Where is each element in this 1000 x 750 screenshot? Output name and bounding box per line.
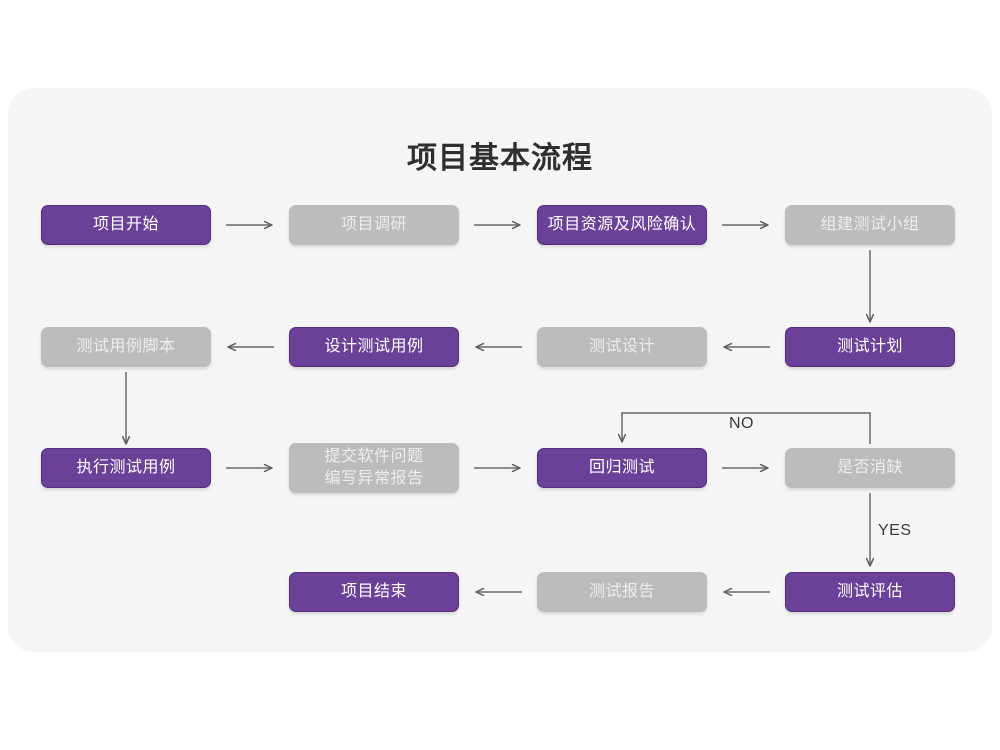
node-label: 设计测试用例 <box>324 338 424 355</box>
node-regression-test[interactable]: 回归测试 <box>537 448 707 488</box>
node-execute-test-case[interactable]: 执行测试用例 <box>41 448 211 488</box>
node-label: 测试计划 <box>836 338 903 355</box>
node-build-test-team[interactable]: 组建测试小组 <box>785 205 955 245</box>
node-label: 项目资源及风险确认 <box>547 216 697 233</box>
page-title: 项目基本流程 <box>407 142 593 175</box>
node-test-plan[interactable]: 测试计划 <box>785 327 955 367</box>
node-project-research[interactable]: 项目调研 <box>289 205 459 245</box>
node-label: 项目开始 <box>92 216 159 233</box>
diagram-card <box>8 88 992 652</box>
node-test-report[interactable]: 测试报告 <box>537 572 707 612</box>
node-label: 项目调研 <box>340 216 407 233</box>
node-label: 测试用例脚本 <box>76 338 176 355</box>
node-label: 测试报告 <box>588 583 655 600</box>
node-test-evaluation[interactable]: 测试评估 <box>785 572 955 612</box>
node-label: 回归测试 <box>588 459 655 476</box>
node-project-start[interactable]: 项目开始 <box>41 205 211 245</box>
node-label: 是否消缺 <box>836 459 903 476</box>
node-label: 测试设计 <box>588 338 655 355</box>
edge-label-yes: YES <box>878 522 912 539</box>
node-label: 执行测试用例 <box>76 459 176 476</box>
node-submit-issue-report[interactable]: 提交软件问题 编写异常报告 <box>289 443 459 493</box>
node-design-test-case[interactable]: 设计测试用例 <box>289 327 459 367</box>
node-label: 项目结束 <box>340 583 407 600</box>
node-test-case-script[interactable]: 测试用例脚本 <box>41 327 211 367</box>
node-label: 组建测试小组 <box>820 216 920 233</box>
node-label: 提交软件问题 编写异常报告 <box>324 448 424 487</box>
node-test-design[interactable]: 测试设计 <box>537 327 707 367</box>
node-label: 测试评估 <box>836 583 903 600</box>
edge-label-no: NO <box>729 415 754 432</box>
node-defect-cleared-decision[interactable]: 是否消缺 <box>785 448 955 488</box>
node-project-end[interactable]: 项目结束 <box>289 572 459 612</box>
node-resource-risk-confirm[interactable]: 项目资源及风险确认 <box>537 205 707 245</box>
